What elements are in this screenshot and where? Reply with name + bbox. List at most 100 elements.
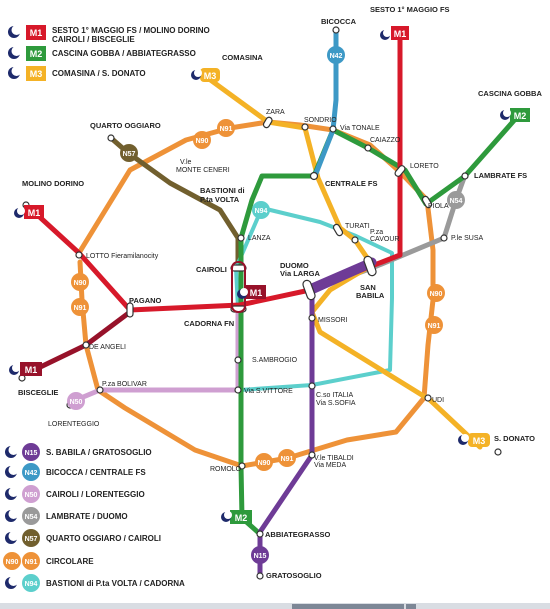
legend-n15-badge <box>22 443 40 461</box>
badge-m3-comasina-label: M3 <box>204 71 217 81</box>
station-node-zara[interactable] <box>262 116 273 129</box>
station-node-bolivar[interactable] <box>96 386 104 394</box>
station-node-s-donato[interactable] <box>494 448 502 456</box>
legend-item-m2: M2 CASCINA GOBBA / ABBIATEGRASSO <box>8 46 196 61</box>
station-node-sondrio[interactable] <box>301 123 309 131</box>
badge-m1-sesto <box>391 26 409 40</box>
badge-n91-west <box>71 298 89 316</box>
station-node-quarto-oggiaro[interactable] <box>107 134 115 142</box>
legend-n91-code: N91 <box>25 559 38 566</box>
label-sesto: SESTO 1° MAGGIO FS <box>370 5 450 14</box>
label-tibaldi-1: V.le TIBALDI <box>314 455 354 462</box>
legend-item-n94: N94 BASTIONI di P.ta VOLTA / CADORNA <box>5 574 185 592</box>
label-psusa: P.le SUSA <box>451 235 483 242</box>
m3-logo <box>26 66 46 81</box>
scrollbar-thumb[interactable] <box>292 604 404 609</box>
badge-n42 <box>327 46 345 64</box>
station-node-udi[interactable] <box>424 394 432 402</box>
badge-n94 <box>252 201 270 219</box>
station-node-abbiategrasso[interactable] <box>256 530 264 538</box>
badge-m1-molino <box>24 205 44 219</box>
legend-n50-text: CAIROLI / LORENTEGGIO <box>46 490 145 499</box>
legend-m2-text: CASCINA GOBBA / ABBIATEGRASSO <box>52 49 196 58</box>
badge-m3-sdonato <box>468 433 490 447</box>
label-loreto: LORETO <box>410 163 439 170</box>
label-centrale: CENTRALE FS <box>325 179 378 188</box>
label-molino-dorino: MOLINO DORINO <box>22 179 84 188</box>
station-node-lanza[interactable] <box>237 234 245 242</box>
badge-n57 <box>120 144 138 162</box>
badge-m1-cadorna <box>246 285 266 299</box>
label-via-s-vittore: Via S.VITTORE <box>244 388 293 395</box>
station-node-via-tonale[interactable] <box>329 125 337 133</box>
badge-m3-sdonato-label: M3 <box>473 436 486 446</box>
station-node-romolo[interactable] <box>238 462 246 470</box>
station-node-c-italia[interactable] <box>308 382 316 390</box>
legend-n42-badge <box>22 463 40 481</box>
badge-n15-label: N15 <box>254 553 267 560</box>
station-node-turati[interactable] <box>332 223 344 237</box>
station-node-caiazzo[interactable] <box>364 144 372 152</box>
moon-icon <box>14 207 25 218</box>
station-node-lotto[interactable] <box>75 251 83 259</box>
label-san-babila-2: BABILA <box>356 291 385 300</box>
badge-n90-north <box>193 131 211 149</box>
legend-n90-badge <box>3 552 21 570</box>
label-s-ambrogio: S.AMBROGIO <box>252 357 298 364</box>
moon-icon <box>5 531 19 544</box>
label-bastioni-1: BASTIONI di <box>200 186 245 195</box>
badge-m1-cadorna-label: M1 <box>250 288 263 298</box>
label-bolivar: P.za BOLIVAR <box>102 381 147 388</box>
station-node-gratosoglio[interactable] <box>256 572 264 580</box>
legend-night-lines: N15 S. BABILA / GRATOSOGLIO N42 BICOCCA … <box>3 443 185 592</box>
legend-n94-text: BASTIONI di P.ta VOLTA / CADORNA <box>46 579 185 588</box>
m1-logo-label: M1 <box>30 28 43 38</box>
label-de-angeli: DE ANGELI <box>89 344 126 351</box>
moon-icon <box>5 576 19 589</box>
station-labels: SESTO 1° MAGGIO FS BICOCCA COMASINA CASC… <box>18 5 542 580</box>
badge-n91-east-label: N91 <box>428 323 441 330</box>
station-node-piola[interactable] <box>421 195 433 209</box>
station-node-bicocca[interactable] <box>332 26 340 34</box>
legend-n42-code: N42 <box>25 470 38 477</box>
station-node-duomo[interactable] <box>302 279 316 301</box>
scrollbar-thumb-end[interactable] <box>406 604 416 609</box>
route-m1-west <box>27 309 133 375</box>
label-turati: TURATI <box>345 223 370 230</box>
station-node-de-angeli[interactable] <box>82 341 90 349</box>
station-node-pagano[interactable] <box>126 302 134 318</box>
legend-circolare-text: CIRCOLARE <box>46 557 94 566</box>
badge-n91-north <box>217 119 235 137</box>
scrollbar-strip[interactable] <box>0 603 550 609</box>
legend-n90-code: N90 <box>6 559 19 566</box>
label-bisceglie: BISCEGLIE <box>18 388 58 397</box>
legend-item-n54: N54 LAMBRATE / DUOMO <box>5 507 128 525</box>
legend-item-n42: N42 BICOCCA / CENTRALE FS <box>5 463 146 481</box>
map-badges: M1 M3 M2 M1 M1 M1 M2 M3 N42 N54 N57 N94 … <box>9 26 530 564</box>
station-node-psusa[interactable] <box>440 234 448 242</box>
moon-icon <box>191 69 202 80</box>
m1-logo <box>26 25 46 40</box>
station-node-missori[interactable] <box>308 314 316 322</box>
m2-logo <box>26 46 46 61</box>
station-node-cavour[interactable] <box>351 236 359 244</box>
station-node-s-vittore[interactable] <box>234 386 242 394</box>
moon-icon <box>5 445 19 458</box>
label-tibaldi-2: Via MEDA <box>314 462 346 469</box>
moon-icon <box>5 487 19 500</box>
badge-n94-label: N94 <box>255 208 268 215</box>
badge-m1-sesto-label: M1 <box>394 29 407 39</box>
route-n42 <box>312 27 339 179</box>
label-lambrate: LAMBRATE FS <box>474 171 527 180</box>
station-node-san-babila[interactable] <box>363 255 377 277</box>
station-node-s-ambrogio[interactable] <box>234 356 242 364</box>
station-node-centrale[interactable] <box>309 171 319 181</box>
station-node-loreto[interactable] <box>394 164 406 177</box>
badge-n91-south <box>278 449 296 467</box>
station-node-tibaldi[interactable] <box>308 451 316 459</box>
label-pagano: PAGANO <box>129 296 162 305</box>
station-node-lambrate[interactable] <box>461 172 469 180</box>
label-lorenteggio: LORENTEGGIO <box>48 421 100 428</box>
badge-m2-abbiategrasso-label: M2 <box>235 513 248 523</box>
